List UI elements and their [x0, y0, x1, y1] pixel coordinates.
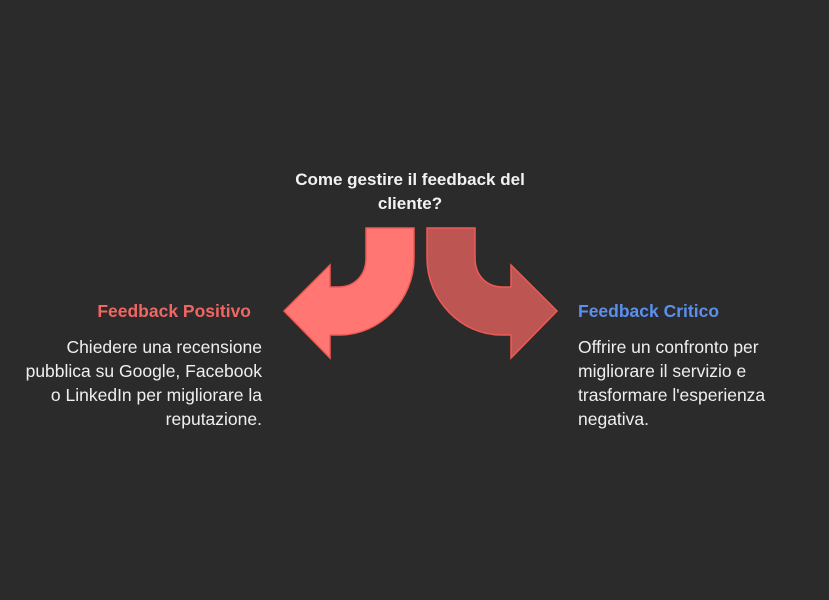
left-arrow-icon	[282, 227, 415, 360]
branch-description: Chiedere una recensione pubblica su Goog…	[25, 337, 262, 429]
branch-positive: Feedback Positivo Chiedere una recension…	[20, 299, 262, 431]
branch-critical: Feedback Critico Offrire un confronto pe…	[578, 299, 818, 431]
diagram-title: Come gestire il feedback del cliente?	[295, 170, 525, 213]
branch-heading: Feedback Critico	[578, 301, 720, 321]
branch-heading: Feedback Positivo	[97, 301, 251, 321]
branch-description: Offrire un confronto per migliorare il s…	[578, 337, 766, 429]
right-arrow-icon	[426, 227, 559, 360]
